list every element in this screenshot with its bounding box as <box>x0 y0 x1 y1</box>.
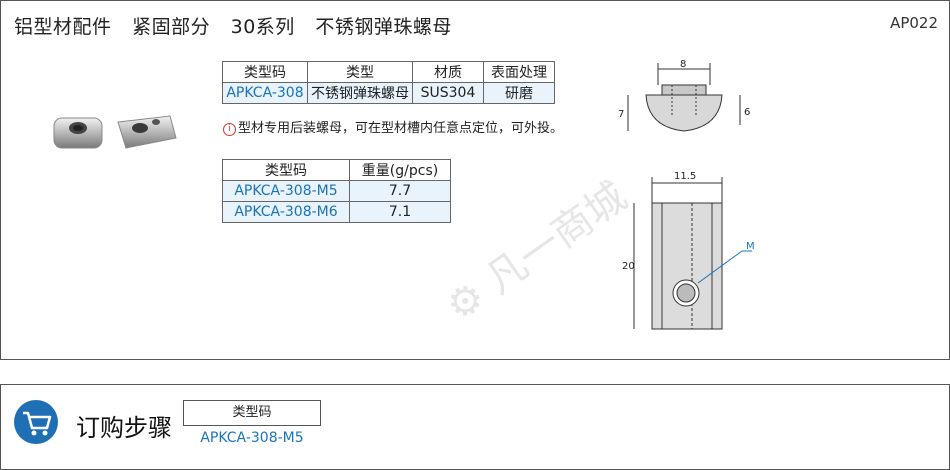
info-icon: i <box>223 123 236 136</box>
order-value[interactable]: APKCA-308-M5 <box>200 430 304 446</box>
weight-cell-code[interactable]: APKCA-308-M6 <box>222 201 350 223</box>
dim-top-width: 8 <box>680 59 686 70</box>
nut-right-image <box>117 115 177 149</box>
table-row: APKCA-308-M6 7.1 <box>222 201 451 223</box>
title-part-1: 铝型材配件 <box>14 16 112 38</box>
thread-label: M <box>746 241 755 252</box>
spec-header-code: 类型码 <box>222 61 308 83</box>
dim-right-height: 6 <box>744 107 750 118</box>
product-panel <box>0 0 950 360</box>
weight-header-weight: 重量(g/pcs) <box>349 159 451 181</box>
title-part-4: 不锈钢弹珠螺母 <box>315 16 452 38</box>
note-text: 型材专用后装螺母，可在型材槽内任意点定位，可外投。 <box>238 121 564 136</box>
spec-header-type: 类型 <box>307 61 413 83</box>
title-part-3: 30系列 <box>230 16 295 38</box>
technical-drawing: 8 7 6 11.5 20 M <box>618 59 755 330</box>
title-part-2: 紧固部分 <box>132 16 211 38</box>
order-box-label: 类型码 <box>183 400 321 426</box>
spec-table: 类型码 类型 材质 表面处理 APKCA-308 不锈钢弹珠螺母 SUS304 … <box>222 61 555 104</box>
weight-cell-value: 7.1 <box>349 201 451 223</box>
spec-header-material: 材质 <box>412 61 484 83</box>
side-view <box>633 177 752 330</box>
weight-cell-code[interactable]: APKCA-308-M5 <box>222 180 350 202</box>
weight-header-code: 类型码 <box>222 159 350 181</box>
dim-left-height: 7 <box>618 109 624 120</box>
spec-cell-finish: 研磨 <box>483 82 555 104</box>
weight-table: 类型码 重量(g/pcs) APKCA-308-M5 7.7 APKCA-308… <box>222 159 451 223</box>
cart-icon <box>14 400 58 444</box>
spec-cell-code[interactable]: APKCA-308 <box>222 82 308 104</box>
order-title: 订购步骤 <box>76 414 172 442</box>
dim-bottom-width: 11.5 <box>674 171 696 182</box>
product-code: AP022 <box>890 14 938 32</box>
weight-cell-value: 7.7 <box>349 180 451 202</box>
spec-cell-material: SUS304 <box>412 82 484 104</box>
page-title: 铝型材配件 紧固部分 30系列 不锈钢弹珠螺母 <box>14 12 466 39</box>
spec-cell-type: 不锈钢弹珠螺母 <box>307 82 413 104</box>
spec-header-finish: 表面处理 <box>483 61 555 83</box>
nut-left-image <box>53 117 103 149</box>
end-view <box>627 63 741 132</box>
dim-length: 20 <box>622 261 635 272</box>
product-photo <box>53 115 177 149</box>
order-panel <box>0 384 950 470</box>
table-row: APKCA-308-M5 7.7 <box>222 180 451 202</box>
